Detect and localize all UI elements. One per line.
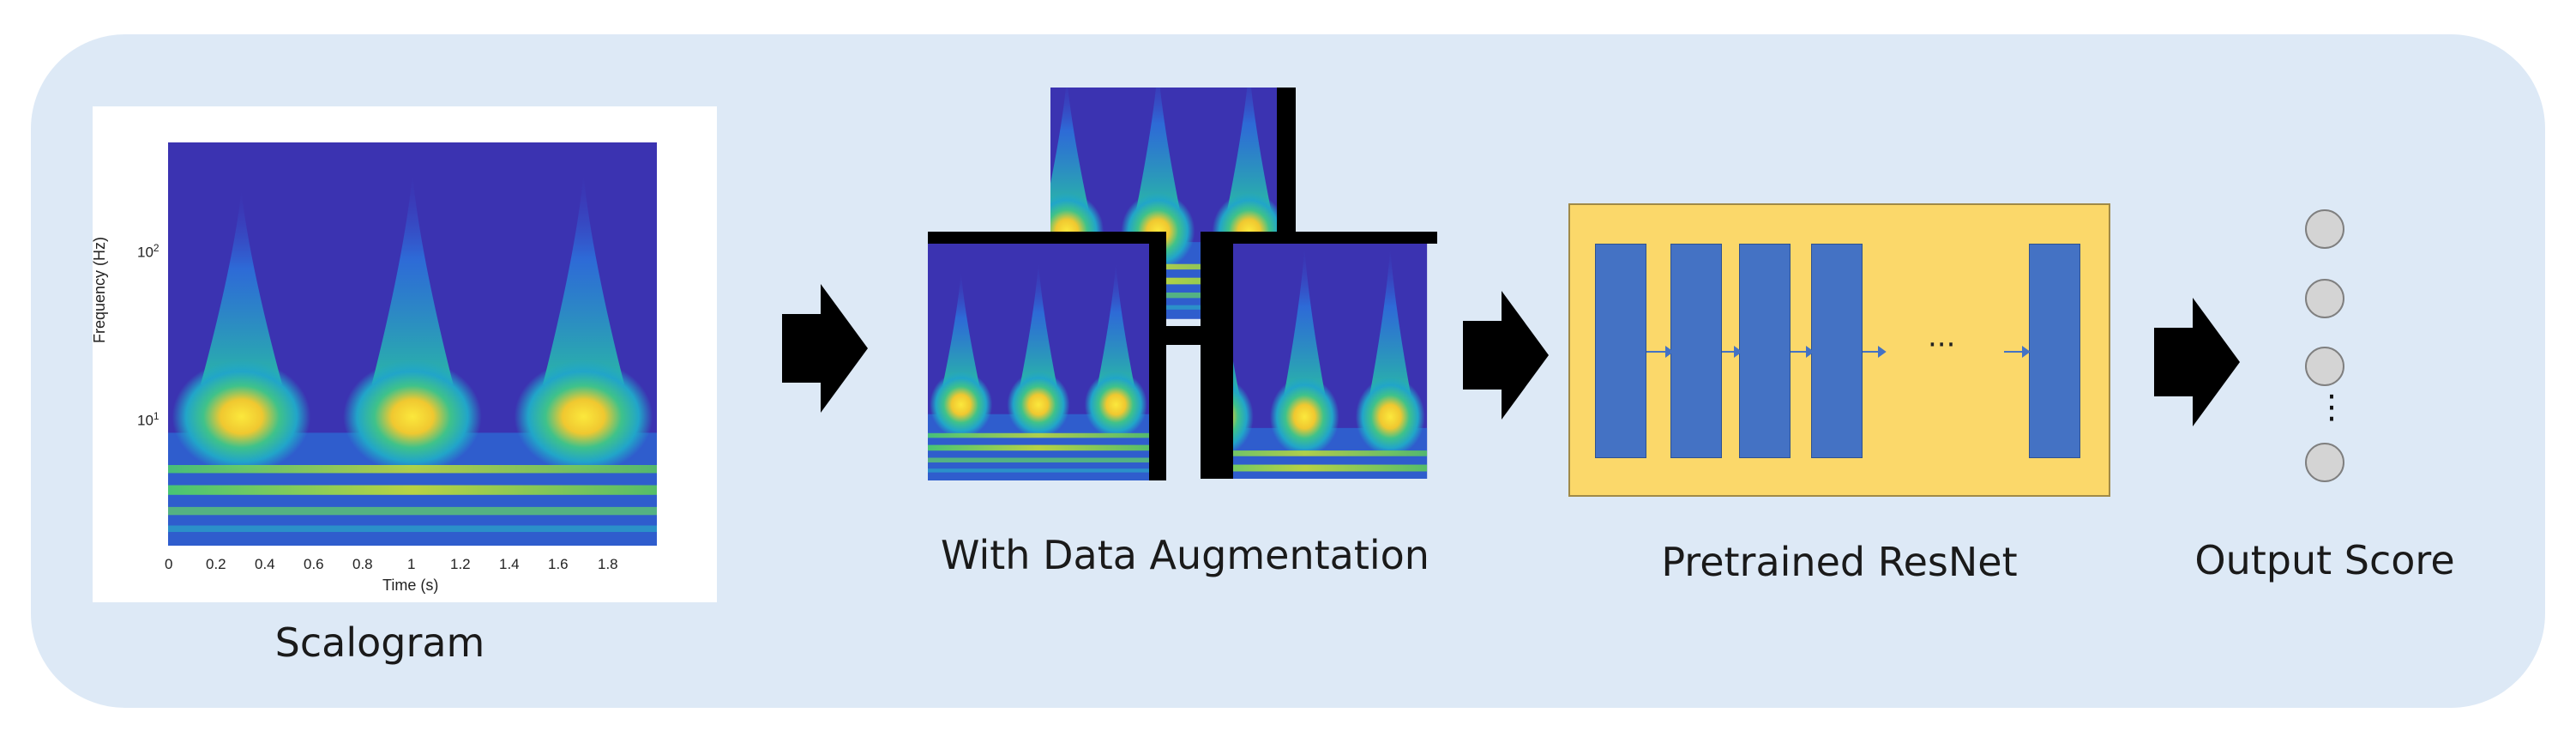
right-arrow-icon bbox=[2154, 298, 2240, 426]
x-tick-label: 1.6 bbox=[548, 556, 569, 572]
x-tick-label: 0.4 bbox=[255, 556, 275, 572]
x-tick-label: 0.6 bbox=[304, 556, 324, 572]
scalogram-plot-area bbox=[168, 142, 657, 546]
x-tick-label: 0 bbox=[165, 556, 173, 572]
x-tick-label: 0.2 bbox=[206, 556, 226, 572]
output-node bbox=[2305, 347, 2344, 386]
x-tick-label: 1.4 bbox=[499, 556, 520, 572]
x-tick-label: 1.2 bbox=[450, 556, 471, 572]
resnet-layer bbox=[1595, 244, 1646, 458]
scalogram-caption: Scalogram bbox=[274, 619, 485, 666]
right-arrow-icon bbox=[1463, 291, 1549, 420]
resnet-connections bbox=[1646, 346, 2031, 358]
resnet-layer bbox=[2029, 244, 2080, 458]
output-node bbox=[2305, 443, 2344, 482]
y-tick-label: 102 bbox=[137, 242, 159, 261]
x-tick-label: 1.8 bbox=[598, 556, 618, 572]
resnet-layer bbox=[1670, 244, 1722, 458]
x-tick-label: 0.8 bbox=[352, 556, 373, 572]
augmented-image-cropped bbox=[1182, 225, 1437, 507]
augmented-image-original bbox=[928, 232, 1166, 480]
resnet-ellipsis: ··· bbox=[1928, 328, 1956, 362]
resnet-caption: Pretrained ResNet bbox=[1661, 539, 2018, 585]
y-axis-label: Frequency (Hz) bbox=[91, 236, 108, 343]
output-node bbox=[2305, 209, 2344, 249]
output-caption: Output Score bbox=[2194, 537, 2455, 583]
resnet-layer bbox=[1811, 244, 1863, 458]
right-arrow-icon bbox=[782, 284, 868, 413]
augmentation-caption: With Data Augmentation bbox=[941, 532, 1429, 578]
y-tick-label: 101 bbox=[137, 410, 159, 429]
output-ellipsis: ⋮ bbox=[2315, 388, 2348, 426]
output-node bbox=[2305, 279, 2344, 318]
x-tick-label: 1 bbox=[407, 556, 416, 572]
x-axis-label: Time (s) bbox=[382, 577, 439, 594]
